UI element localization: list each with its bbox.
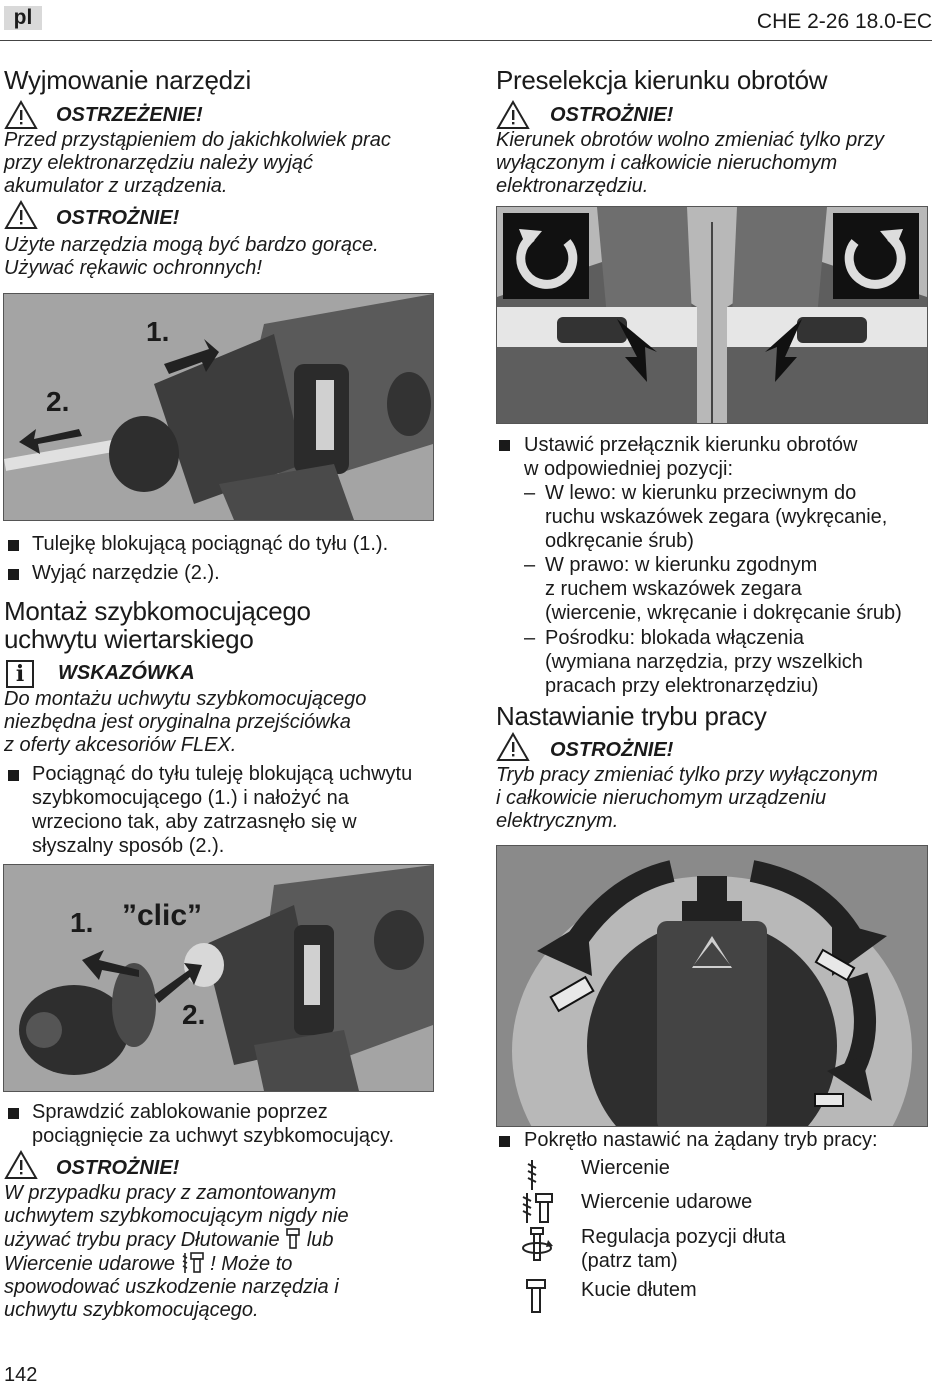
fig-label-1: 1. [70,907,94,938]
caution-triangle-icon [496,100,530,129]
warning-label: OSTRZEŻENIE! [56,104,203,126]
section-title-mount: Montaż szybkomocującego uchwytu wiertars… [4,596,311,654]
direction-right: W prawo: w kierunku zgodnym z ruchem wsk… [545,554,902,624]
mode-hammer-drilling: Wiercenie udarowe [581,1191,753,1213]
info-icon: i [6,660,34,688]
chisel-icon [526,1279,546,1313]
step-pull-sleeve: Tulejkę blokującą pociągnąć do tyłu (1.)… [32,533,389,555]
fig-label-2: 2. [182,999,206,1030]
caution-text: Kierunek obrotów wolno zmieniać tylko pr… [496,129,884,197]
header-rule [0,40,932,41]
bullet-square [8,540,19,551]
figure-mode-selector [496,845,928,1127]
bullet-square [499,440,510,451]
warning-triangle-icon [4,100,38,129]
language-badge: pl [4,6,42,30]
direction-switch-illustration [497,207,927,423]
bullet-square [8,569,19,580]
dash: – [524,482,536,504]
hammer-drill-icon [522,1193,553,1223]
chuck-illustration [4,865,433,1091]
mode-drilling: Wiercenie [581,1157,670,1179]
caution-triangle-icon [4,200,38,229]
caution-text: Tryb pracy zmieniać tylko przy wyłączony… [496,764,878,832]
direction-left: W lewo: w kierunku przeciwnym do ruchu w… [545,482,888,552]
caution-triangle-icon [496,732,530,761]
figure-tool-removal: 1. 2. [3,293,434,521]
caution-label: OSTROŻNIE! [550,104,674,126]
step-mount-chuck: Pociągnąć do tyłu tuleję blokującą uchwy… [32,763,413,857]
step-direction: Ustawić przełącznik kierunku obrotów w o… [524,434,858,480]
section-title-mode: Nastawianie trybu pracy [496,701,767,731]
section-title-direction: Preselekcja kierunku obrotów [496,65,828,95]
warning-text: Przed przystąpieniem do jakichkolwiek pr… [4,129,391,197]
caution-label: OSTROŻNIE! [56,1157,180,1179]
caution-label: OSTROŻNIE! [550,739,674,761]
hammer-drill-icon [182,1252,204,1273]
drill-illustration [4,294,433,520]
clic-label: ”clic” [122,899,203,932]
dash: – [524,627,536,649]
note-text: Do montażu uchwytu szybkomocującego niez… [4,688,367,756]
model-name: CHE 2-26 18.0-EC [756,10,932,33]
fig-label-2: 2. [46,386,70,417]
page-number: 142 [4,1364,38,1386]
step-remove-tool: Wyjąć narzędzie (2.). [32,562,220,584]
caution-label: OSTROŻNIE! [56,207,180,229]
mode-chiselling: Kucie dłutem [581,1279,697,1301]
chisel-rotate-icon [522,1227,553,1261]
fig-label-1: 1. [146,316,170,347]
mode-chisel-position: Regulacja pozycji dłuta (patrz tam) [581,1226,786,1272]
dash: – [524,554,536,576]
note-label: WSKAZÓWKA [58,662,195,684]
caution-triangle-icon [4,1150,38,1179]
bullet-square [8,770,19,781]
caution-text: W przypadku pracy z zamontowanym uchwyte… [4,1182,349,1321]
section-title-removal: Wyjmowanie narzędzi [4,65,251,95]
step-check-lock: Sprawdzić zablokowanie poprzez pociągnię… [32,1101,395,1147]
step-mode: Pokrętło nastawić na żądany tryb pracy: [524,1129,878,1151]
bullet-square [8,1108,19,1119]
chisel-icon [286,1228,301,1249]
caution-text: Użyte narzędzia mogą być bardzo gorące. … [4,234,379,279]
bullet-square [499,1136,510,1147]
figure-chuck-mount: 1. 2. ”clic” [3,864,434,1092]
mode-dial-illustration [497,846,927,1126]
direction-middle: Pośrodku: blokada włączenia (wymiana nar… [545,627,863,697]
figure-direction-switch [496,206,928,424]
drill-icon [527,1160,537,1190]
